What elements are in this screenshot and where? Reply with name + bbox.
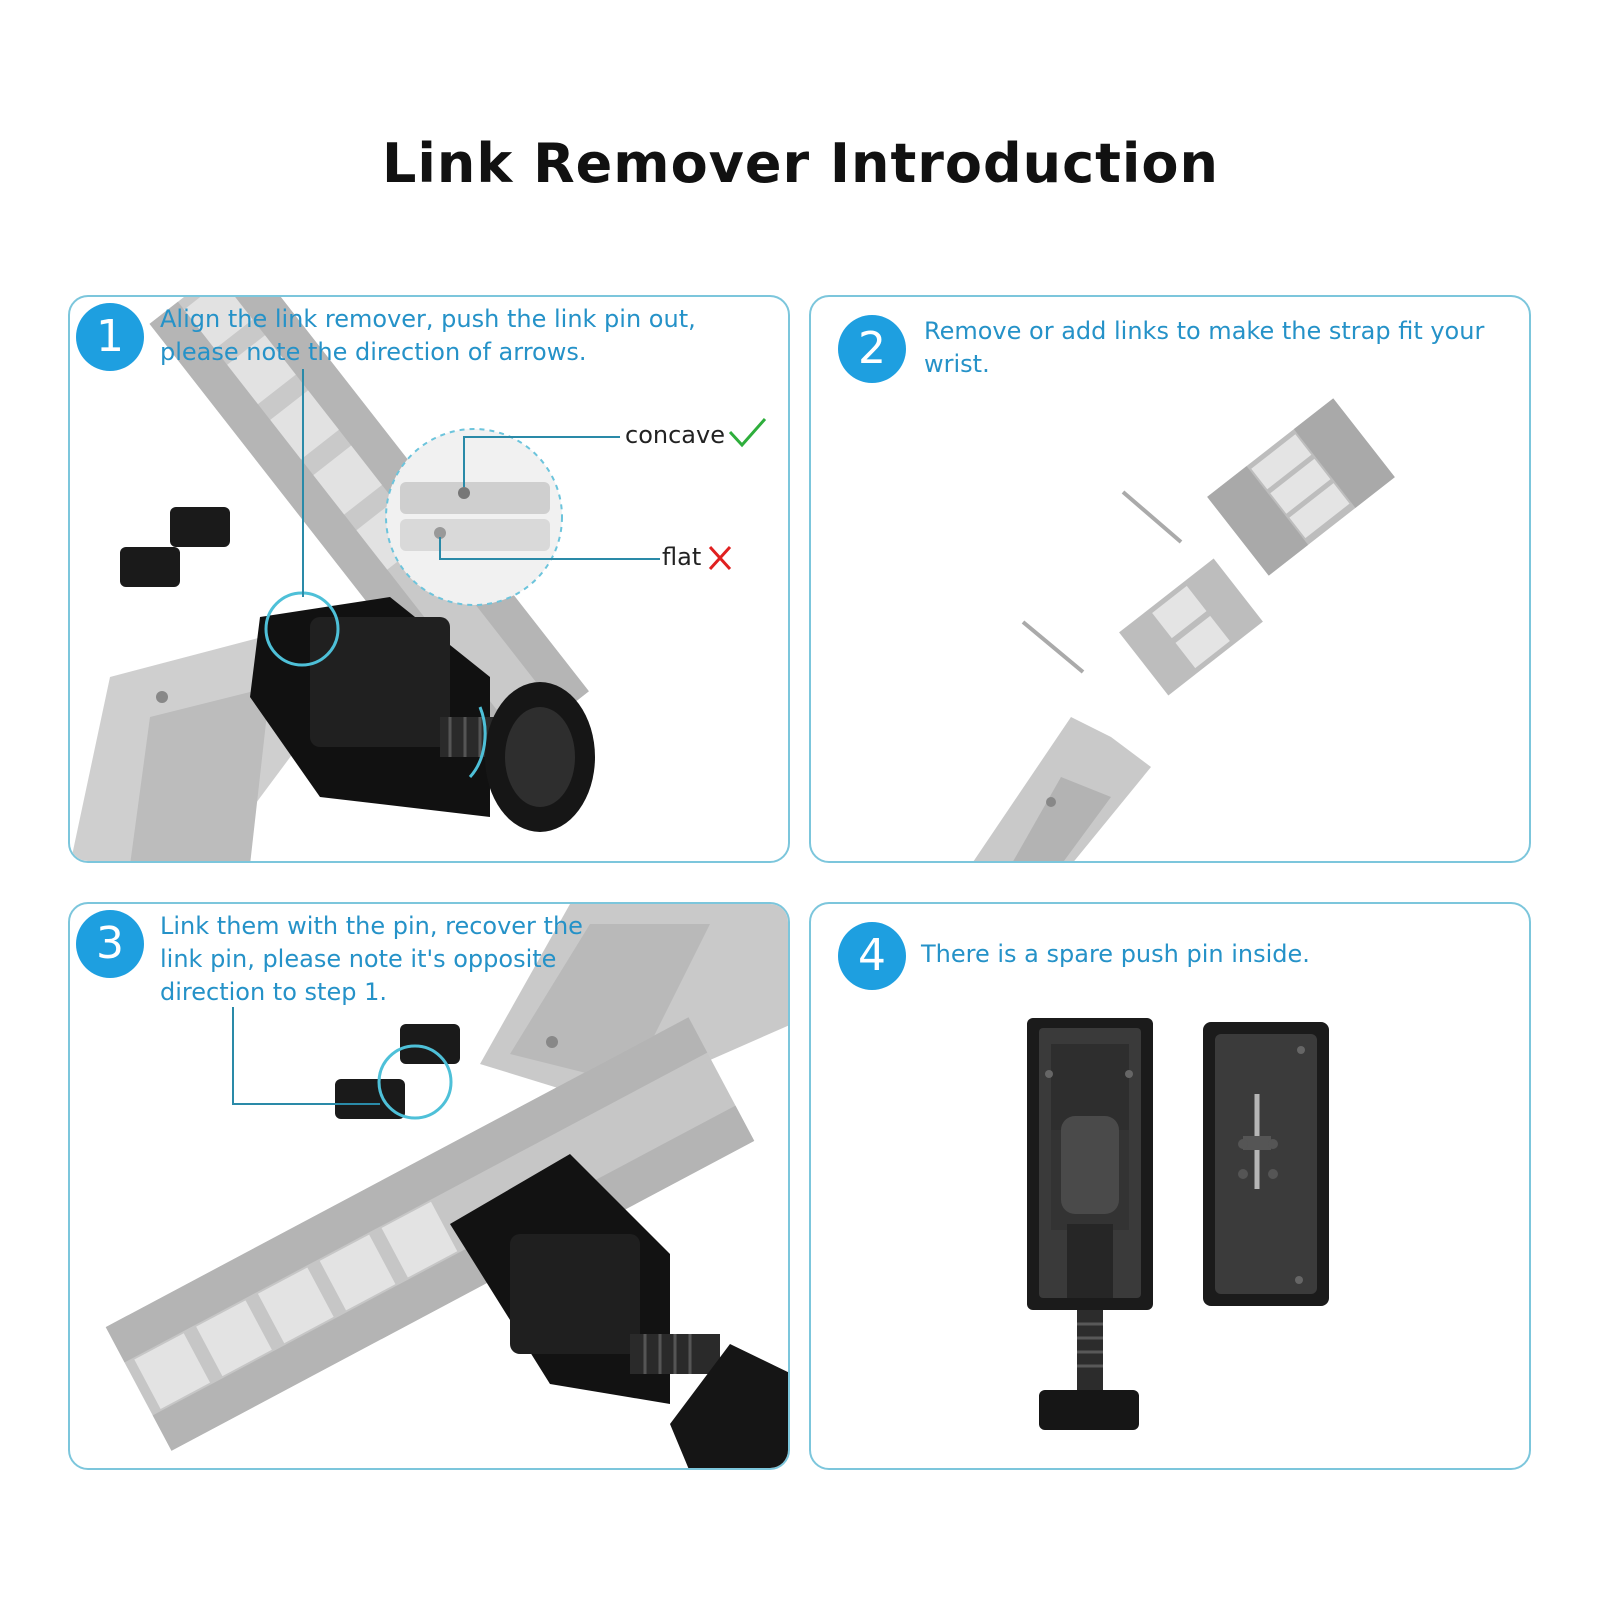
step-3-badge: 3: [76, 910, 144, 978]
step-4-instruction: There is a spare push pin inside.: [921, 940, 1310, 968]
concave-label: concave: [625, 421, 725, 449]
step-2-panel: 2 Remove or add links to make the strap …: [809, 295, 1531, 863]
step-2-illustration: [973, 398, 1395, 861]
check-icon: [728, 418, 767, 448]
step-2-instruction: Remove or add links to make the strap fi…: [924, 317, 1485, 378]
cross-icon: [708, 545, 732, 571]
step-1-instruction: Align the link remover, push the link pi…: [160, 305, 696, 366]
step-1-badge: 1: [76, 303, 144, 371]
step-2-badge: 2: [838, 315, 906, 383]
step-3-illustration: [105, 904, 788, 1468]
flat-label: flat: [662, 543, 702, 571]
page-title: Link Remover Introduction: [382, 132, 1219, 195]
step-4-illustration: [1027, 1018, 1329, 1430]
step-4-panel: 4 There is a spare push pin inside.: [809, 902, 1531, 1470]
step-1-illustration: [70, 297, 767, 861]
step-4-badge: 4: [838, 922, 906, 990]
step-1-panel: 1 Align the link remover, push the link …: [68, 295, 790, 863]
